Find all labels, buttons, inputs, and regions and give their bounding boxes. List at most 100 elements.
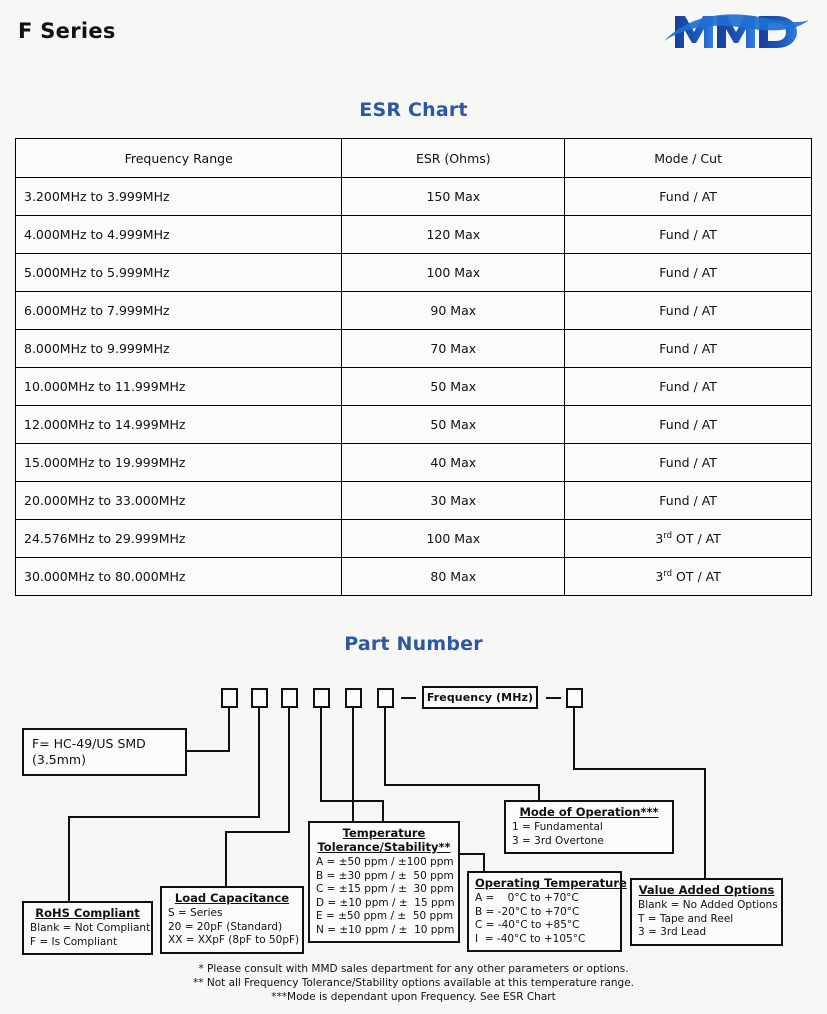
mmd-logo bbox=[663, 10, 811, 55]
connector-slot3-h bbox=[225, 831, 290, 833]
operating-temperature-box-title: Operating Temperature bbox=[475, 876, 627, 890]
rohs-box: RoHS Compliant Blank = Not Compliant F =… bbox=[22, 901, 153, 955]
cell-frequency: 24.576MHz to 29.999MHz bbox=[14, 519, 343, 558]
cell-esr: 30 Max bbox=[341, 481, 566, 520]
part-code-slot-6[interactable] bbox=[377, 688, 394, 708]
page-title: F Series bbox=[18, 19, 116, 43]
cell-mode: 3rd OT / AT bbox=[564, 519, 812, 558]
cell-esr: 90 Max bbox=[341, 291, 566, 330]
load-line-2: 20 = 20pF (Standard) bbox=[168, 920, 283, 933]
cell-frequency: 6.000MHz to 7.999MHz bbox=[14, 291, 343, 330]
connector-slot2-v bbox=[258, 708, 260, 818]
load-line-1: S = Series bbox=[168, 907, 223, 919]
connector-slot7-h bbox=[573, 768, 706, 770]
temperature-box-title-line1: Temperature bbox=[342, 826, 426, 840]
cell-frequency: 20.000MHz to 33.000MHz bbox=[14, 481, 343, 520]
cell-mode: Fund / AT bbox=[564, 215, 812, 254]
frequency-field[interactable]: Frequency (MHz) bbox=[422, 686, 538, 709]
load-line-3: XX = XXpF (8pF to 50pF) bbox=[168, 934, 300, 946]
part-code-slot-7[interactable] bbox=[566, 688, 583, 708]
connector-load-v bbox=[225, 831, 227, 886]
cell-frequency: 5.000MHz to 5.999MHz bbox=[14, 253, 343, 292]
cell-mode: Fund / AT bbox=[564, 367, 812, 406]
connector-slot2-h bbox=[68, 816, 260, 818]
cell-esr: 50 Max bbox=[341, 405, 566, 444]
rohs-box-title: RoHS Compliant bbox=[35, 906, 140, 920]
cell-mode: Fund / AT bbox=[564, 481, 812, 520]
mode-of-operation-box-title: Mode of Operation*** bbox=[519, 805, 659, 819]
esr-table: Frequency Range ESR (Ohms) Mode / Cut 3.… bbox=[14, 138, 812, 596]
mode-line-1: 1 = Fundamental bbox=[512, 821, 603, 833]
cell-frequency: 3.200MHz to 3.999MHz bbox=[14, 177, 343, 216]
part-number-diagram: Frequency (MHz) F= HC-49 bbox=[0, 660, 827, 1014]
vao-line-1: Blank = No Added Options bbox=[638, 899, 778, 911]
esr-chart-title: ESR Chart bbox=[359, 99, 468, 121]
mode-of-operation-box: Mode of Operation*** 1 = Fundamental 3 =… bbox=[504, 800, 674, 854]
package-line-1: F= HC-49/US SMD bbox=[32, 736, 146, 751]
cell-frequency: 8.000MHz to 9.999MHz bbox=[14, 329, 343, 368]
part-code-slot-2[interactable] bbox=[251, 688, 268, 708]
part-code-slot-5[interactable] bbox=[345, 688, 362, 708]
cell-esr: 40 Max bbox=[341, 443, 566, 482]
cell-mode: Fund / AT bbox=[564, 253, 812, 292]
table-header-row: Frequency Range ESR (Ohms) Mode / Cut bbox=[14, 138, 812, 178]
column-header-mode: Mode / Cut bbox=[564, 138, 812, 178]
temperature-tolerance-box: Temperature Tolerance/Stability** A = ±5… bbox=[308, 821, 460, 943]
connector-slot5-v bbox=[352, 708, 354, 855]
temperature-line-6: N = ±10 ppm / ± 10 ppm bbox=[316, 923, 455, 936]
connector-slot3-v bbox=[288, 708, 290, 833]
connector-optemp-v bbox=[483, 853, 485, 873]
value-added-options-box-title: Value Added Options bbox=[638, 883, 775, 897]
temperature-line-4: D = ±10 ppm / ± 15 ppm bbox=[316, 896, 455, 909]
load-capacitance-box: Load Capacitance S = Series 20 = 20pF (S… bbox=[160, 886, 304, 954]
package-box: F= HC-49/US SMD (3.5mm) bbox=[22, 728, 187, 776]
cell-esr: 150 Max bbox=[341, 177, 566, 216]
connector-slot6-h bbox=[384, 784, 540, 786]
package-line-2: (3.5mm) bbox=[32, 752, 86, 767]
cell-frequency: 4.000MHz to 4.999MHz bbox=[14, 215, 343, 254]
cell-esr: 100 Max bbox=[341, 253, 566, 292]
connector-vao-v bbox=[704, 768, 706, 880]
cell-frequency: 15.000MHz to 19.999MHz bbox=[14, 443, 343, 482]
mode-line-2: 3 = 3rd Overtone bbox=[512, 834, 604, 847]
cell-esr: 100 Max bbox=[341, 519, 566, 558]
connector-slot4-v bbox=[320, 708, 322, 802]
vao-line-3: 3 = 3rd Lead bbox=[638, 926, 707, 938]
connector-temp-v bbox=[382, 800, 384, 823]
temperature-line-3: C = ±15 ppm / ± 30 ppm bbox=[316, 883, 454, 895]
connector-slot1-h bbox=[187, 750, 230, 752]
cell-frequency: 10.000MHz to 11.999MHz bbox=[14, 367, 343, 406]
part-code-slot-3[interactable] bbox=[281, 688, 298, 708]
separator-dash-2 bbox=[546, 697, 561, 699]
mmd-logo-icon bbox=[664, 14, 809, 48]
vao-line-2: T = Tape and Reel bbox=[638, 912, 734, 925]
cell-esr: 80 Max bbox=[341, 557, 566, 596]
part-code-slot-4[interactable] bbox=[313, 688, 330, 708]
footnote-2: ** Not all Frequency Tolerance/Stability… bbox=[193, 977, 634, 989]
cell-mode: Fund / AT bbox=[564, 405, 812, 444]
cell-mode: 3rd OT / AT bbox=[564, 557, 812, 596]
part-number-title: Part Number bbox=[344, 633, 483, 655]
column-header-frequency: Frequency Range bbox=[14, 138, 343, 178]
temperature-box-title-line2: Tolerance/Stability** bbox=[317, 840, 451, 854]
cell-mode: Fund / AT bbox=[564, 443, 812, 482]
column-header-esr: ESR (Ohms) bbox=[341, 138, 566, 178]
connector-rohs-v bbox=[68, 816, 70, 901]
footnotes: * Please consult with MMD sales departme… bbox=[0, 962, 827, 1004]
connector-slot6-v bbox=[384, 708, 386, 786]
operating-temperature-line-4: I = -40°C to +105°C bbox=[475, 932, 586, 945]
rohs-line-2: F = Is Compliant bbox=[30, 935, 118, 948]
operating-temperature-line-1: A = 0°C to +70°C bbox=[475, 892, 579, 904]
part-code-slot-1[interactable] bbox=[221, 688, 238, 708]
value-added-options-box: Value Added Options Blank = No Added Opt… bbox=[630, 878, 783, 946]
